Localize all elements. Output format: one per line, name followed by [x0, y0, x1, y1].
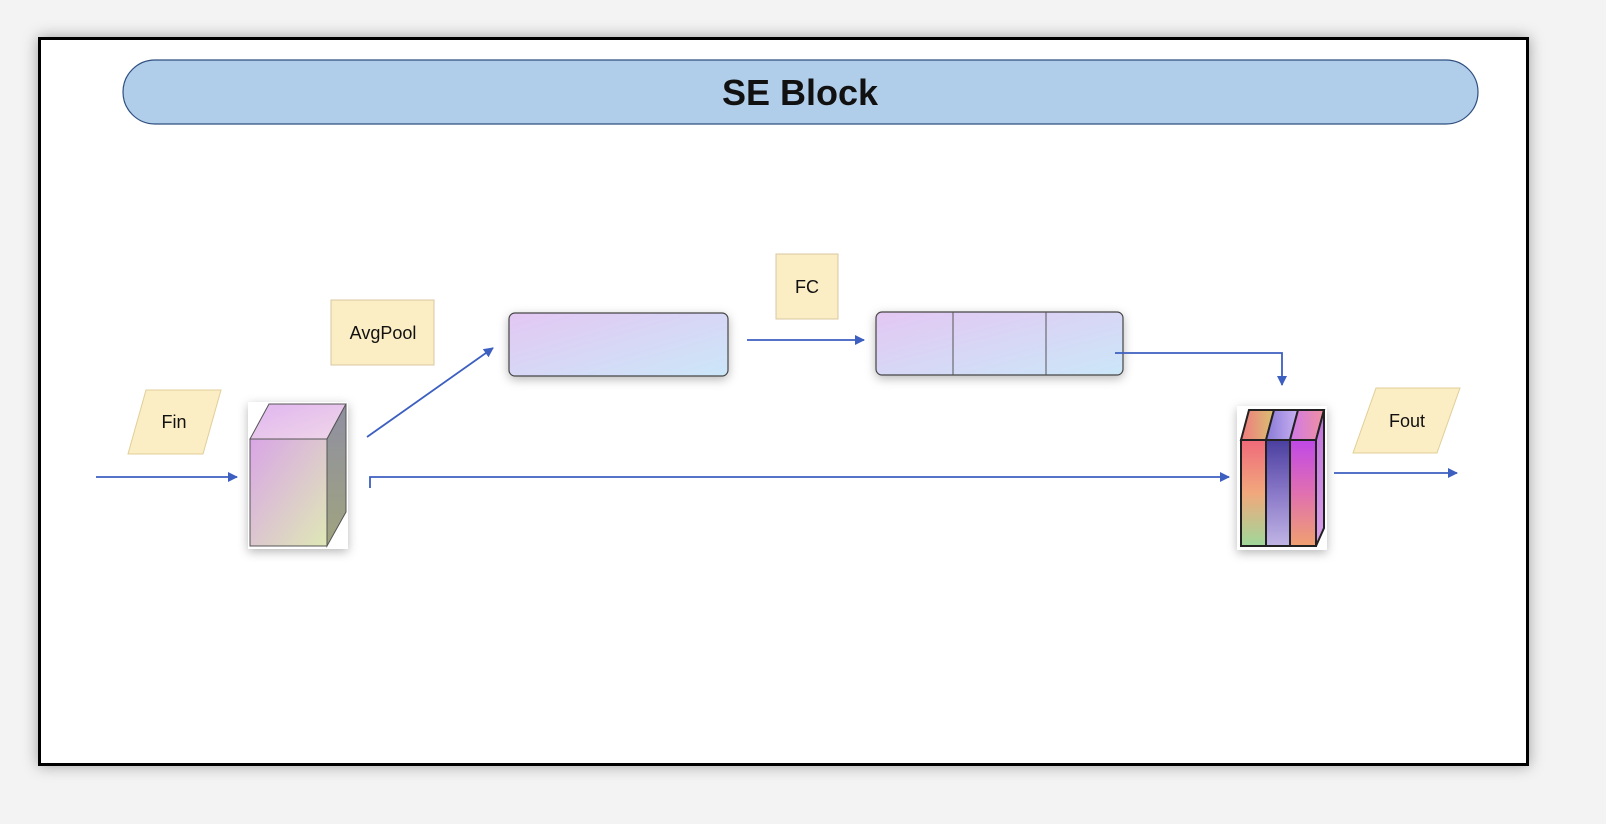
- excitation-weights-bar: [875, 311, 1124, 376]
- fout-label-box: Fout: [1352, 387, 1461, 454]
- pooled-vector-bar: [508, 312, 729, 377]
- fin-label: Fin: [161, 412, 186, 432]
- fc-label-box: FC: [775, 253, 839, 320]
- fout-label: Fout: [1389, 411, 1425, 431]
- avgpool-arrow: [366, 347, 494, 438]
- avgpool-label: AvgPool: [350, 323, 417, 343]
- diagram-frame: [38, 37, 1529, 766]
- scale-arrow: [1115, 352, 1287, 386]
- fc-label: FC: [795, 277, 819, 297]
- avgpool-label-box: AvgPool: [330, 299, 435, 366]
- output-feature-block: [1237, 406, 1327, 550]
- fin-label-box: Fin: [127, 389, 222, 455]
- title-banner: SE Block: [122, 59, 1479, 125]
- input-feature-cube: [248, 402, 348, 549]
- skip-connection-arrow: [369, 472, 1230, 488]
- diagram-title: SE Block: [722, 72, 879, 113]
